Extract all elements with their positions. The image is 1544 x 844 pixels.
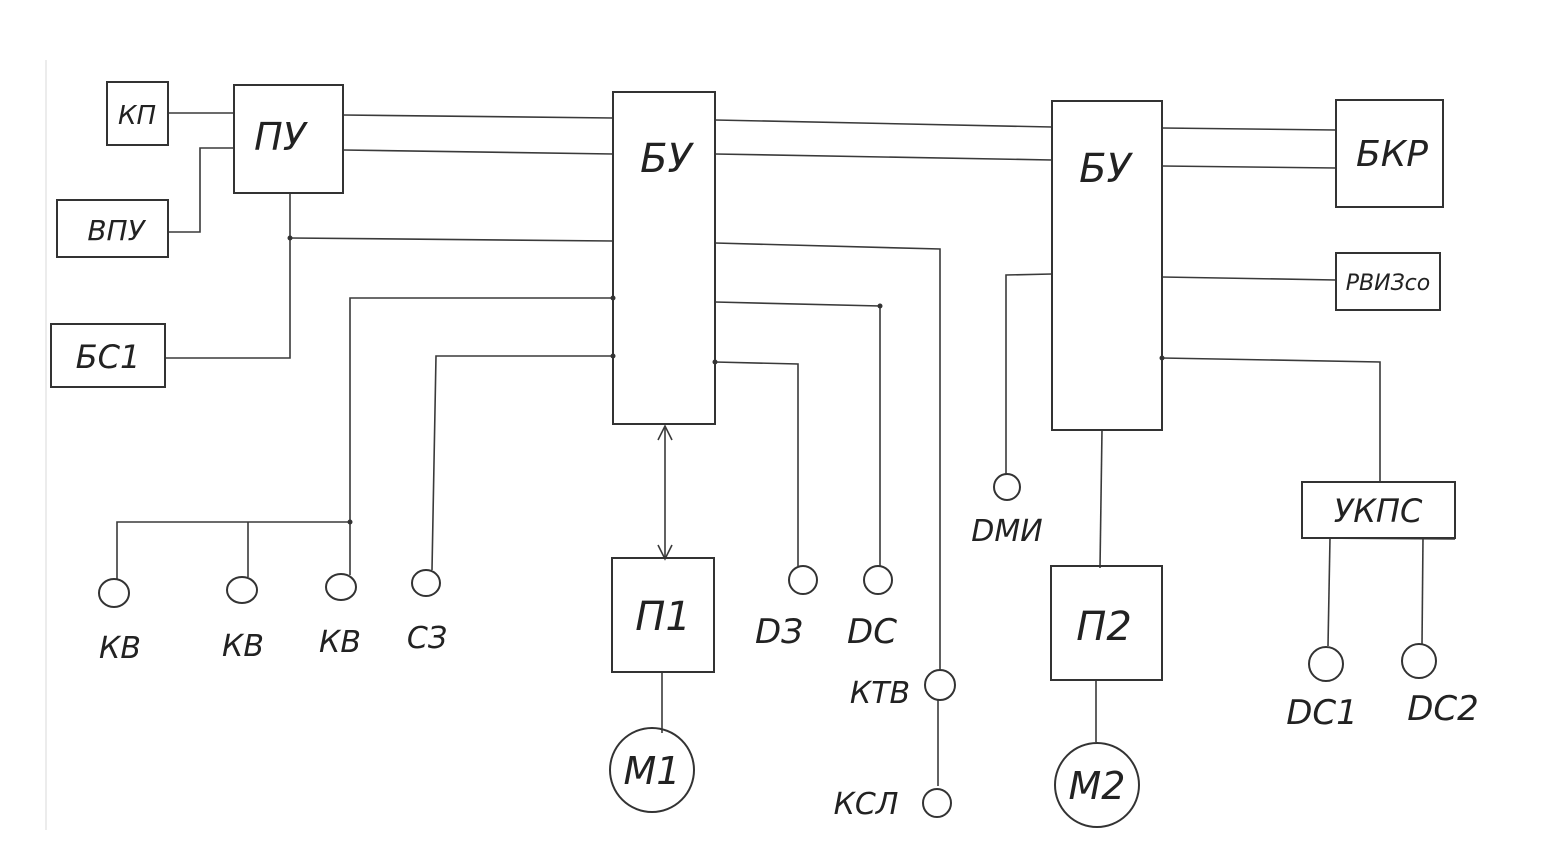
sensor-kv-3-label: КВ: [319, 625, 361, 660]
block-rviz-label: РВИЗсо: [1346, 271, 1430, 296]
wire-bu-ktv: [714, 242, 941, 670]
wire-bu-p2: [1099, 429, 1103, 569]
motor-m1: М1: [609, 727, 695, 813]
sensor-ksl: КСЛ: [834, 787, 952, 822]
sensor-ds2-label: DС2: [1407, 689, 1479, 729]
motor-m1-label: М1: [624, 749, 681, 793]
wire-bu-bu-1: [714, 119, 1053, 128]
block-bu-right: БУ: [1051, 100, 1163, 431]
sensor-ds-label: DС: [847, 612, 897, 652]
wire-pu-bs1: [165, 193, 291, 359]
sensor-kv-1-label: КВ: [99, 631, 141, 666]
sensor-ktv-label: КТВ: [850, 676, 910, 711]
block-p1-label: П1: [635, 594, 691, 640]
motor-m2: М2: [1054, 742, 1140, 828]
wire-bu-bkr-2: [1161, 165, 1337, 169]
sensor-kv-2: КВ: [222, 576, 264, 664]
motor-m2-label: М2: [1069, 764, 1126, 808]
sensor-ktv: КТВ: [850, 669, 956, 711]
sensor-kv-3: КВ: [319, 573, 361, 660]
block-kp: КП: [106, 81, 169, 146]
junction-dot: [877, 303, 883, 309]
wire-bu-bu-2: [714, 153, 1053, 161]
block-bu-left: БУ: [612, 91, 716, 425]
block-kp-label: КП: [118, 101, 156, 131]
block-pu: ПУ: [233, 84, 344, 194]
sensor-sz: СЗ: [407, 569, 447, 656]
arrow-up: [657, 424, 673, 441]
wire-ukps-ds2: [1421, 537, 1424, 646]
block-p1: П1: [611, 557, 715, 673]
block-pu-label: ПУ: [254, 115, 309, 159]
sensor-ds2: DС2: [1401, 643, 1479, 729]
wire-sz-bu: [431, 355, 613, 571]
sensor-kv-2-label: КВ: [222, 629, 264, 664]
connections: [116, 112, 1456, 786]
wire-kv-bus: [116, 521, 350, 580]
wire-ukps-ds1: [1327, 537, 1331, 647]
wire-bu-rviz: [1161, 276, 1337, 281]
block-rviz: РВИЗсо: [1335, 252, 1441, 311]
wire-branch-bu: [289, 237, 614, 242]
block-bkr: БКР: [1335, 99, 1444, 208]
wire-bu-dz: [714, 361, 799, 566]
wire-vpu-pu: [168, 147, 234, 233]
wire-bu-bkr-1: [1161, 127, 1337, 131]
sensor-kv-1: КВ: [98, 578, 141, 666]
junction-dot: [287, 235, 293, 241]
block-bs1: БС1: [50, 323, 166, 388]
block-bu-right-label: БУ: [1079, 146, 1133, 192]
block-bkr-label: БКР: [1356, 134, 1428, 175]
sensor-ds: DС: [847, 565, 897, 652]
sensor-dz-label: DЗ: [755, 612, 803, 652]
sensor-ds1-label: DС1: [1286, 693, 1358, 733]
wire-kv-bus-bu: [349, 297, 613, 575]
sensor-ksl-label: КСЛ: [834, 787, 899, 822]
wire-bu-ukps: [1161, 357, 1381, 482]
block-bs1-label: БС1: [76, 338, 141, 376]
wire-bu-dmi: [1005, 273, 1053, 474]
sensor-sz-label: СЗ: [407, 621, 447, 656]
sensor-dmi: DМИ: [971, 473, 1043, 549]
wire-pu-bu-2: [342, 149, 614, 155]
junction-dot: [347, 519, 353, 525]
block-bu-left-label: БУ: [640, 136, 694, 182]
block-p2: П2: [1050, 565, 1163, 681]
sensor-ds1: DС1: [1286, 646, 1358, 733]
sensor-dmi-label: DМИ: [971, 514, 1042, 549]
wire-pu-bu-1: [342, 114, 614, 119]
block-vpu: ВПУ: [56, 199, 169, 258]
block-vpu-label: ВПУ: [87, 214, 146, 247]
sensor-dz: DЗ: [755, 565, 818, 652]
block-p2-label: П2: [1076, 604, 1132, 650]
block-ukps: УКПС: [1301, 481, 1456, 539]
block-ukps-label: УКПС: [1334, 492, 1423, 530]
